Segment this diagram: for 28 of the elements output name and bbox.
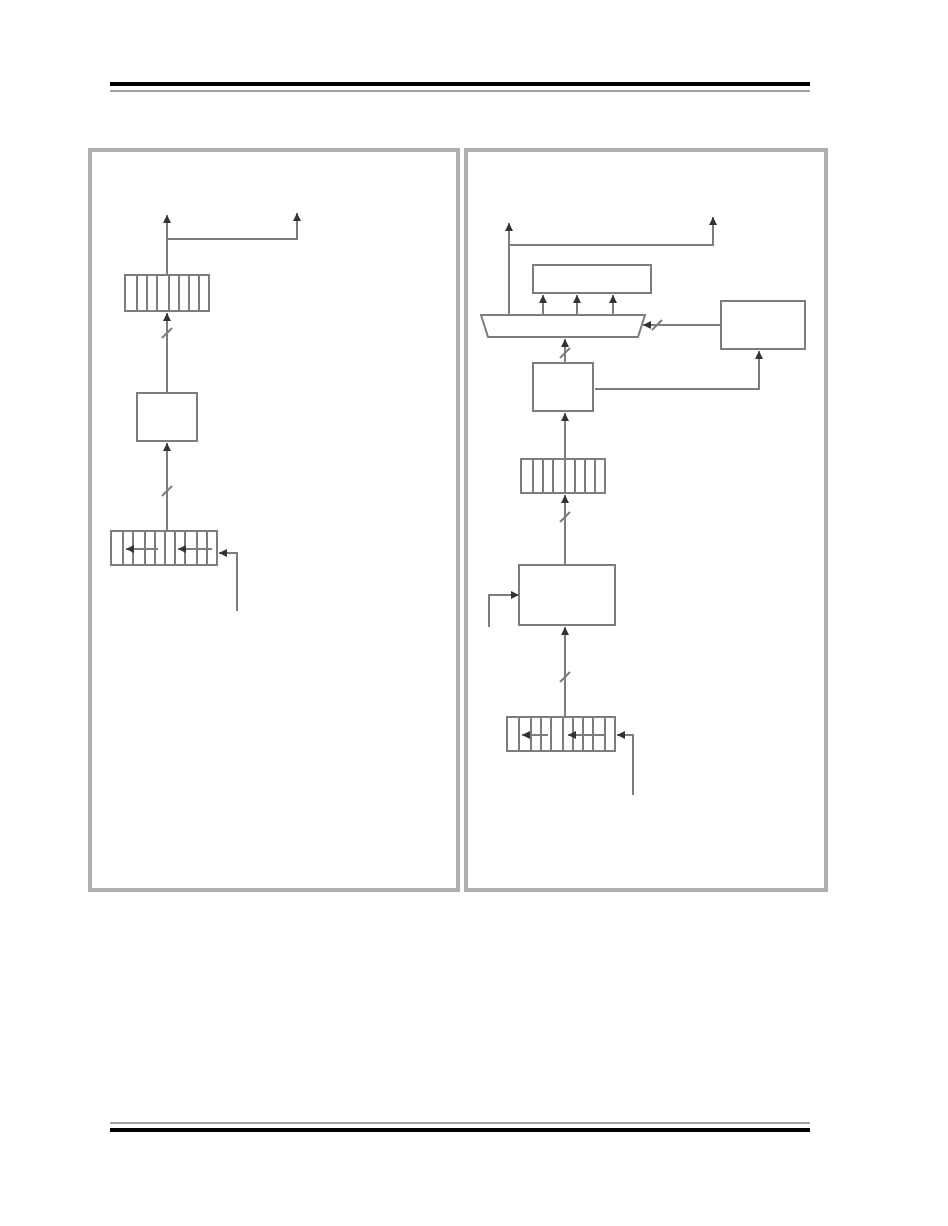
block-box (532, 264, 652, 294)
arrow (561, 412, 569, 460)
bus-arrow (561, 494, 569, 566)
block-box (136, 392, 198, 442)
input-arrow (218, 549, 238, 612)
input-arrow (616, 731, 634, 796)
panel-frame (464, 148, 828, 892)
arrow (573, 294, 581, 316)
input-arrow (488, 591, 520, 628)
bus-arrow (642, 321, 722, 329)
register-cells (520, 458, 606, 494)
register-cells (124, 274, 210, 312)
bus-arrow (163, 442, 171, 532)
branch-arrow (508, 216, 717, 316)
block-box (532, 362, 594, 412)
bus-arrow (561, 338, 569, 364)
panel-frame (88, 148, 460, 892)
arrow (539, 294, 547, 316)
block-box (518, 564, 616, 626)
shift-register (506, 716, 616, 752)
shift-register (110, 530, 218, 566)
bus-arrow (163, 312, 171, 394)
branch-arrow (166, 212, 301, 276)
multiplexer-trapezoid (480, 314, 646, 338)
arrow (609, 294, 617, 316)
elbow-arrow (594, 350, 763, 390)
bus-arrow (561, 626, 569, 718)
block-box (720, 300, 806, 350)
